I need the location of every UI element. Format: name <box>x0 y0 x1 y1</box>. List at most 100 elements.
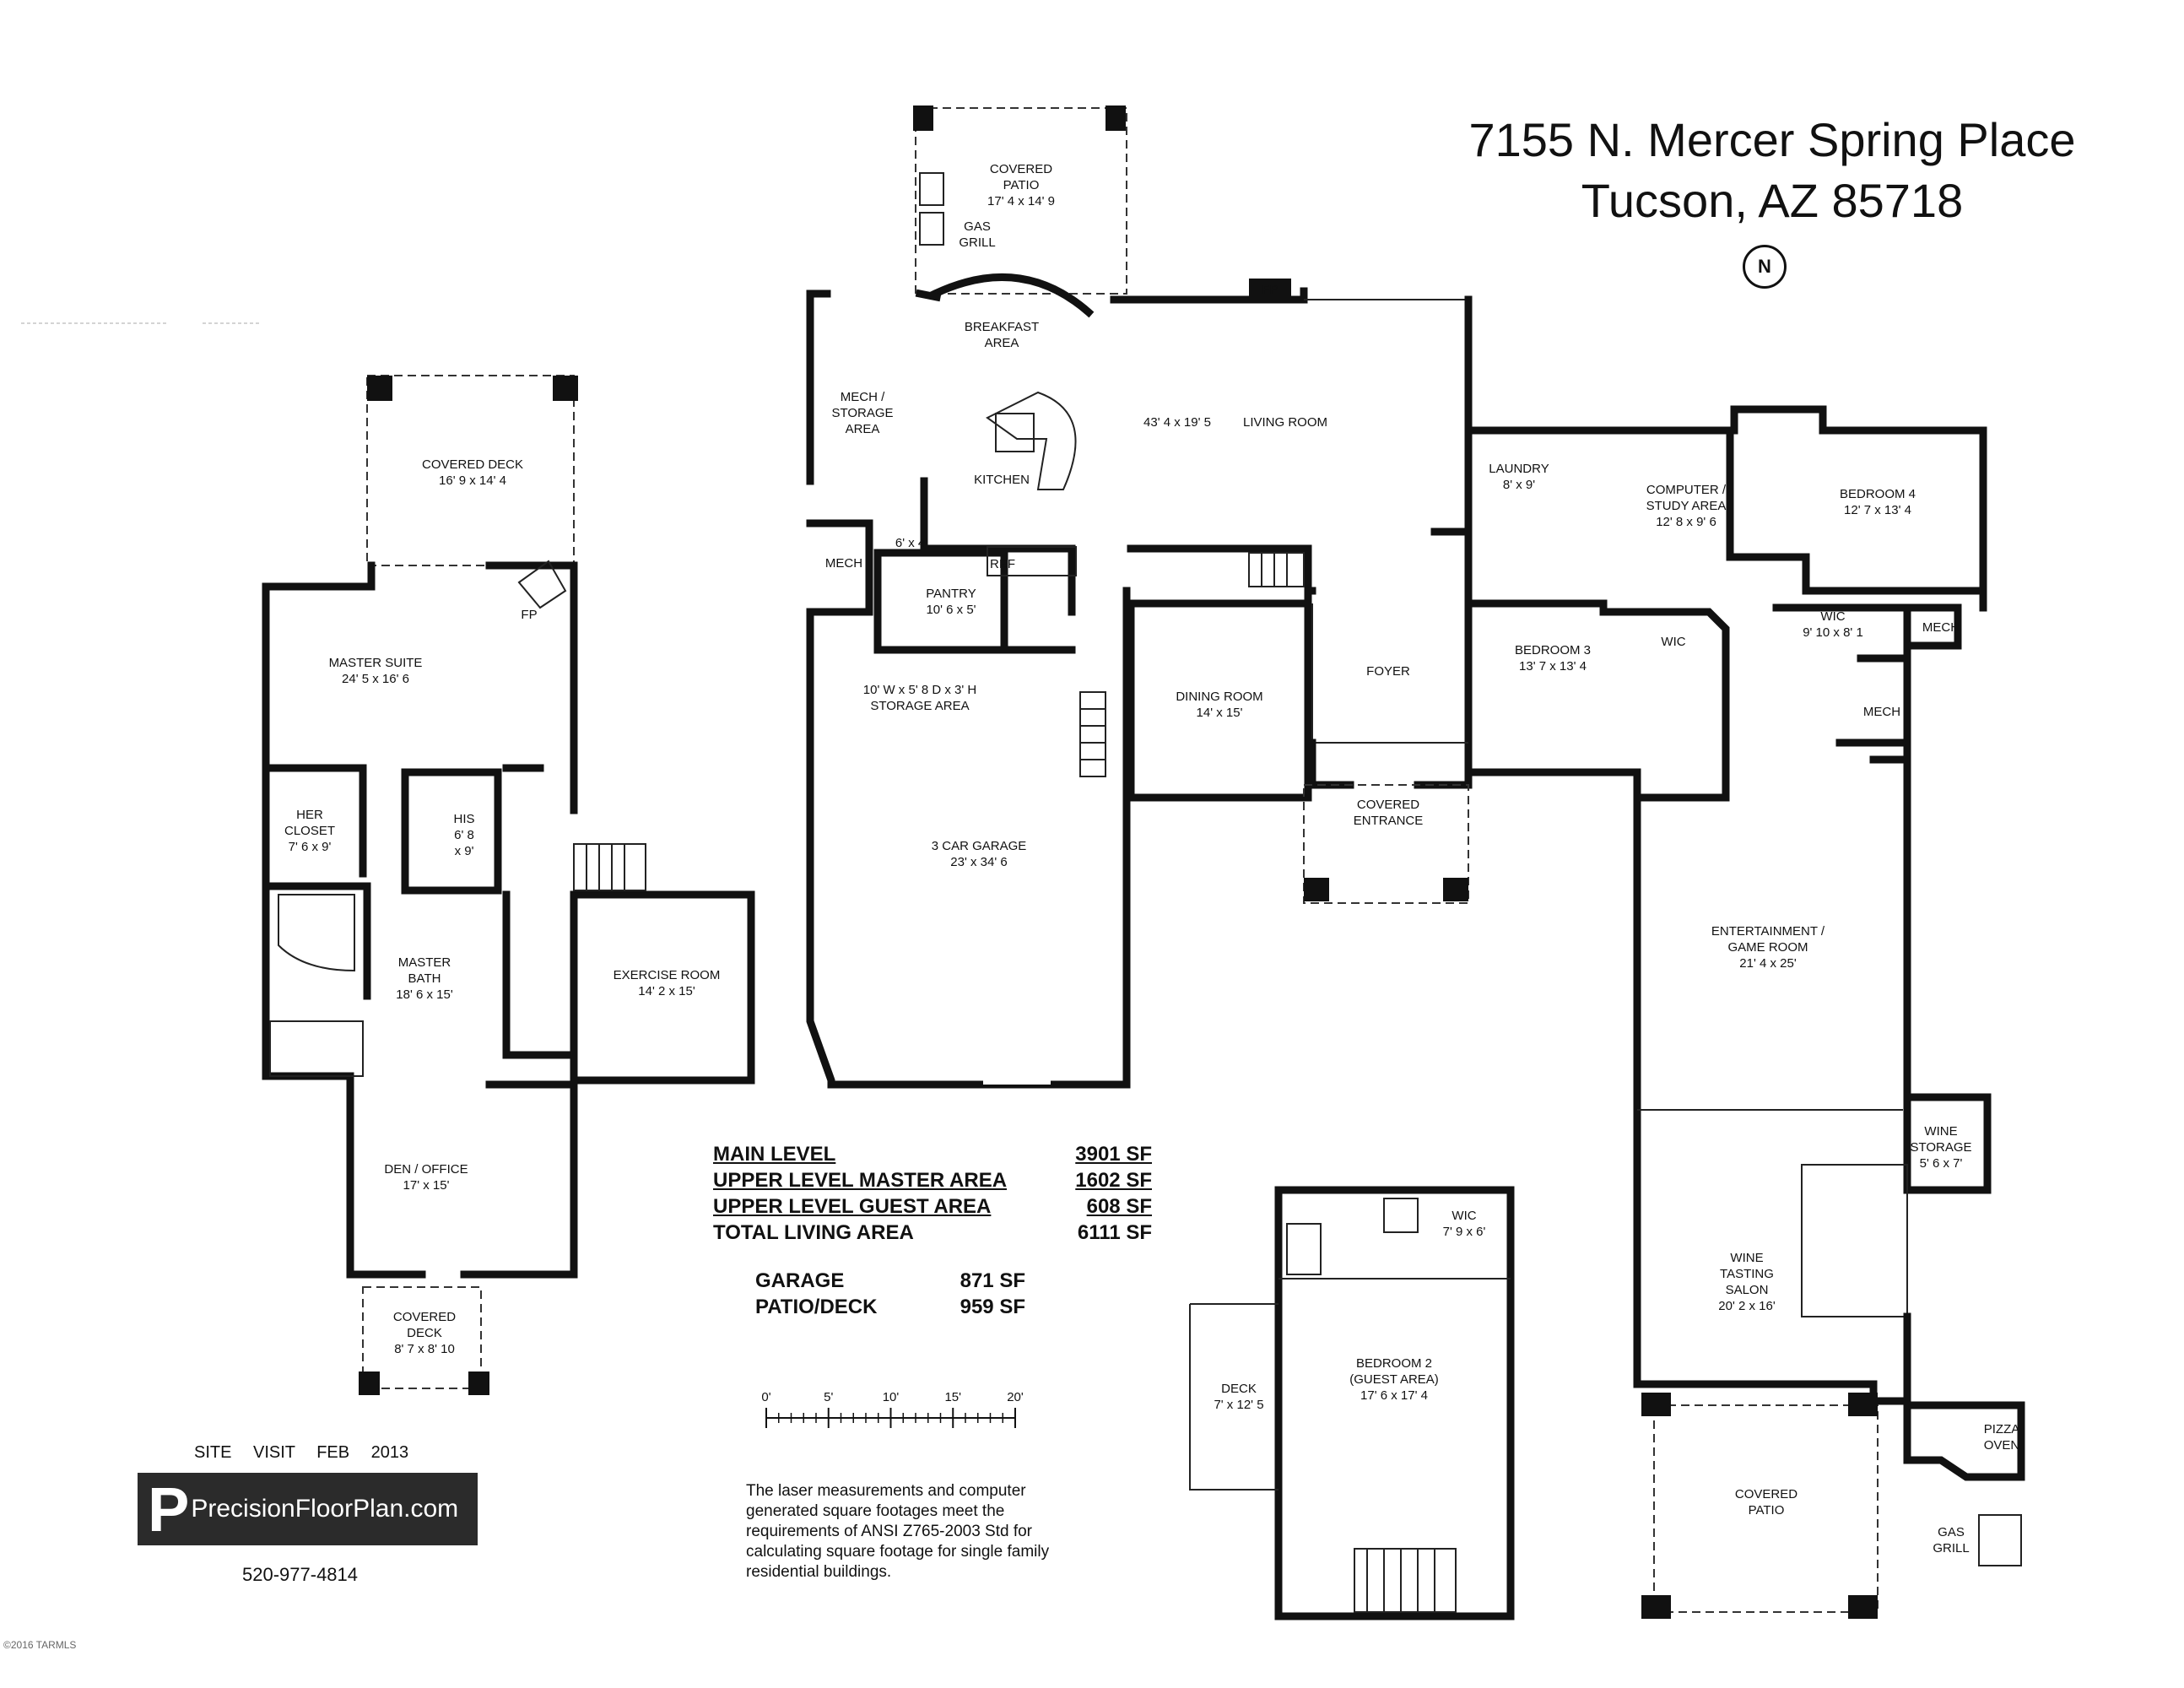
room-label-line: COVERED DECK <box>422 457 523 472</box>
room-label-line: EXERCISE ROOM <box>614 968 721 982</box>
room-label-mech-left: MECH <box>825 556 862 571</box>
room-label-line: GRILL <box>959 235 995 250</box>
room-label-line: GRILL <box>1933 1541 1969 1555</box>
address-line-1: 7155 N. Mercer Spring Place <box>1468 113 2076 166</box>
site-visit-label: SITE VISIT FEB 2013 <box>194 1443 409 1462</box>
room-label-line: 16' 9 x 14' 4 <box>439 473 506 488</box>
room-label-line: GAME ROOM <box>1727 940 1808 955</box>
room-label-wic-b3: WIC <box>1661 635 1685 649</box>
room-label-living-name: LIVING ROOM <box>1243 415 1327 430</box>
room-label-line: ENTRANCE <box>1354 814 1424 828</box>
room-label-line: BATH <box>408 971 441 986</box>
room-label-gas-grill-br: GAS GRILL <box>1933 1525 1969 1555</box>
room-label-line: MECH <box>1863 705 1900 719</box>
room-label-line: 7' 6 x 9' <box>289 840 332 854</box>
upper-guest-walls <box>1189 1186 1515 1620</box>
room-label-line: 23' x 34' 6 <box>950 855 1007 869</box>
room-label-mech-r2: MECH <box>1863 705 1900 719</box>
room-label-line: TASTING <box>1720 1267 1774 1281</box>
room-label-line: COVERED <box>393 1310 456 1324</box>
room-label-line: MECH / <box>841 390 885 404</box>
room-label-line: GAS <box>964 219 991 234</box>
room-label-exercise: EXERCISE ROOM 14' 2 x 15' <box>614 968 721 998</box>
room-label-line: STUDY AREA <box>1646 499 1727 513</box>
room-label-line: 12' 7 x 13' 4 <box>1844 503 1911 517</box>
room-label-bedroom2: BEDROOM 2(GUEST AREA)17' 6 x 17' 4 <box>1349 1356 1439 1403</box>
room-label-line: PIZZA <box>1984 1422 2020 1436</box>
room-label-kitchen: KITCHEN <box>974 473 1030 487</box>
room-label-line: COVERED <box>990 162 1052 176</box>
room-label-closet-6x4: 6' x 4' <box>895 536 927 550</box>
room-label-line: WIC <box>1661 635 1685 649</box>
room-label-line: x 9' <box>455 844 474 858</box>
room-label-line: KITCHEN <box>974 473 1030 487</box>
room-label-mech-r1: MECH <box>1922 620 1960 635</box>
room-label-line: 10' W x 5' 8 D x 3' H <box>863 683 976 697</box>
room-label-line: DINING ROOM <box>1176 690 1262 704</box>
room-label-line: 14' 2 x 15' <box>638 984 695 998</box>
room-label-line: MASTER SUITE <box>329 656 423 670</box>
room-label-line: 6' 8 <box>454 828 474 842</box>
room-label-line: DEN / OFFICE <box>384 1162 468 1177</box>
property-address: 7155 N. Mercer Spring Place Tucson, AZ 8… <box>1435 110 2110 231</box>
room-label-line: 17' 4 x 14' 9 <box>987 194 1055 208</box>
room-label-line: PATIO <box>1003 178 1040 192</box>
room-label-line: MECH <box>825 556 862 571</box>
scale-tick-label: 10' <box>883 1390 900 1404</box>
room-label-line: 43' 4 x 19' 5 <box>1143 415 1211 430</box>
room-label-line: STORAGE <box>1910 1140 1971 1155</box>
scale-tick-label: 15' <box>944 1390 961 1404</box>
room-label-line: FP <box>1262 283 1278 297</box>
room-label-line: 12' 8 x 9' 6 <box>1656 515 1716 529</box>
room-label-line: 18' 6 x 15' <box>396 987 453 1002</box>
room-label-foyer: FOYER <box>1366 664 1410 679</box>
room-label-line: WINE <box>1924 1124 1957 1139</box>
room-label-his-closet: HIS 6' 8 x 9' <box>453 812 474 858</box>
room-label-line: WIC <box>1820 609 1845 624</box>
room-label-line: ENTERTAINMENT / <box>1711 924 1825 939</box>
disclaimer-text: The laser measurements and computer gene… <box>746 1482 1050 1581</box>
room-label-ref: REF <box>990 557 1015 571</box>
room-label-line: 9' 10 x 8' 1 <box>1803 625 1863 640</box>
scale-tick-label: 20' <box>1007 1390 1024 1404</box>
room-label-line: WINE <box>1730 1251 1763 1265</box>
room-label-line: WIC <box>1451 1209 1476 1223</box>
room-label-line: 5' 6 x 7' <box>1920 1156 1963 1171</box>
room-label-line: 24' 5 x 16' 6 <box>342 672 409 686</box>
logo-text: PrecisionFloorPlan.com <box>191 1495 459 1523</box>
room-label-line: COMPUTER / <box>1646 483 1727 497</box>
room-label-line: 10' 6 x 5' <box>926 603 976 617</box>
room-label-fp-living: FP <box>1262 283 1278 297</box>
room-label-line: OVEN <box>1984 1438 2020 1453</box>
room-label-line: GAS <box>1938 1525 1965 1539</box>
room-label-master-suite: MASTER SUITE 24' 5 x 16' 6 <box>329 656 423 686</box>
room-label-covered-patio-top: COVERED PATIO 17' 4 x 14' 9 <box>987 162 1055 208</box>
room-label-line: BEDROOM 3 <box>1515 643 1591 657</box>
room-label-line: 17' x 15' <box>403 1178 450 1193</box>
room-label-line: 8' 7 x 8' 10 <box>394 1342 455 1356</box>
room-label-line: STORAGE <box>831 406 893 420</box>
room-label-line: MASTER <box>398 955 451 970</box>
room-label-line: FP <box>521 608 537 622</box>
address-line-2: Tucson, AZ 85718 <box>1581 174 1964 227</box>
room-label-line: HIS <box>453 812 474 826</box>
room-label-line: 17' 6 x 17' 4 <box>1360 1388 1428 1403</box>
room-label-line: COVERED <box>1357 798 1419 812</box>
north-arrow-icon: N <box>1743 245 1787 289</box>
room-label-line: AREA <box>985 336 1019 350</box>
room-label-line: 3 CAR GARAGE <box>932 839 1027 853</box>
